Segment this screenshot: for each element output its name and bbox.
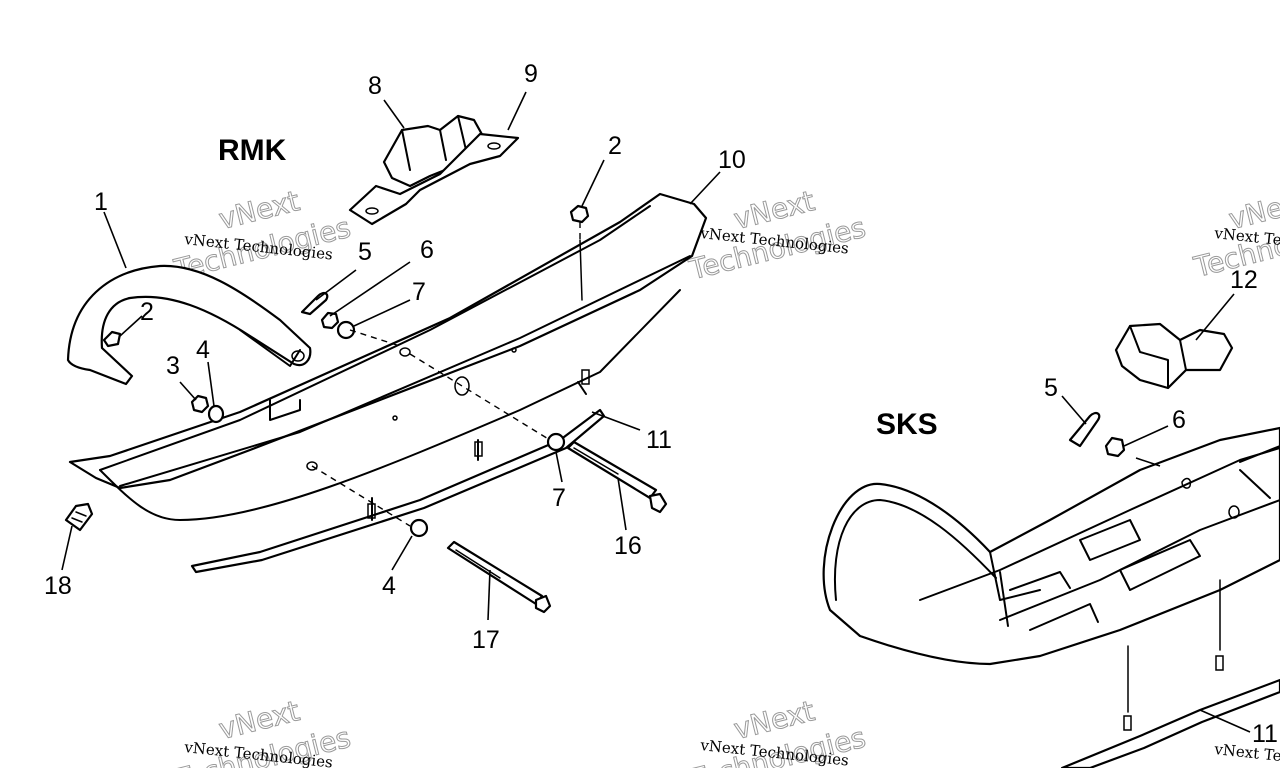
rmk-leader-lines (61, 91, 721, 621)
washer-part-7 (336, 320, 356, 340)
washer-part-7 (546, 432, 566, 452)
callout-1: 1 (94, 188, 108, 216)
ski-saddle-part-12 (1114, 322, 1234, 390)
rmk-section-label: RMK (218, 134, 287, 167)
callout-6: 6 (1172, 406, 1186, 434)
nut-part-2 (569, 204, 590, 224)
callout-3: 3 (166, 352, 180, 380)
callout-7: 7 (412, 278, 426, 306)
stud-part-18 (64, 502, 94, 532)
rmk-hardware (64, 204, 668, 614)
bolt-part-17 (446, 540, 552, 614)
callout-5: 5 (358, 238, 372, 266)
nut-part-6 (320, 311, 340, 330)
washer-part-4 (207, 404, 225, 424)
callout-5: 5 (1044, 374, 1058, 402)
rmk-assembly-lines (311, 222, 581, 527)
callout-2: 2 (140, 298, 154, 326)
callout-16: 16 (614, 532, 642, 560)
callout-2: 2 (608, 132, 622, 160)
callout-4: 4 (382, 572, 396, 600)
callout-6: 6 (420, 236, 434, 264)
ski-body-part-10 (68, 192, 708, 521)
nut-part-2 (102, 330, 122, 348)
sks-leader-lines (1061, 293, 1251, 733)
sks-section-label: SKS (876, 408, 938, 441)
washer-part-4 (409, 518, 429, 538)
wear-bar-part-11 (1060, 579, 1280, 768)
callout-17: 17 (472, 626, 500, 654)
callout-12: 12 (1230, 266, 1258, 294)
callout-11: 11 (1252, 720, 1278, 748)
callout-7: 7 (552, 484, 566, 512)
cotter-pin-part-5 (300, 291, 329, 316)
callout-9: 9 (524, 60, 538, 88)
nut-part-6 (1104, 436, 1126, 458)
callout-11: 11 (646, 426, 672, 454)
cotter-pin-part-5 (1068, 411, 1101, 448)
sks-hardware (1068, 411, 1126, 458)
ski-loop-part-1 (66, 264, 312, 386)
callout-18: 18 (44, 572, 72, 600)
callout-10: 10 (718, 146, 746, 174)
callout-8: 8 (368, 72, 382, 100)
saddle-plate-part-9 (348, 132, 520, 226)
watermark-group: vNext Technologies vNext Technologies vN… (170, 184, 1280, 768)
bolt-part-16 (566, 440, 668, 514)
sks-ski-body (822, 426, 1280, 666)
callout-4: 4 (196, 336, 210, 364)
